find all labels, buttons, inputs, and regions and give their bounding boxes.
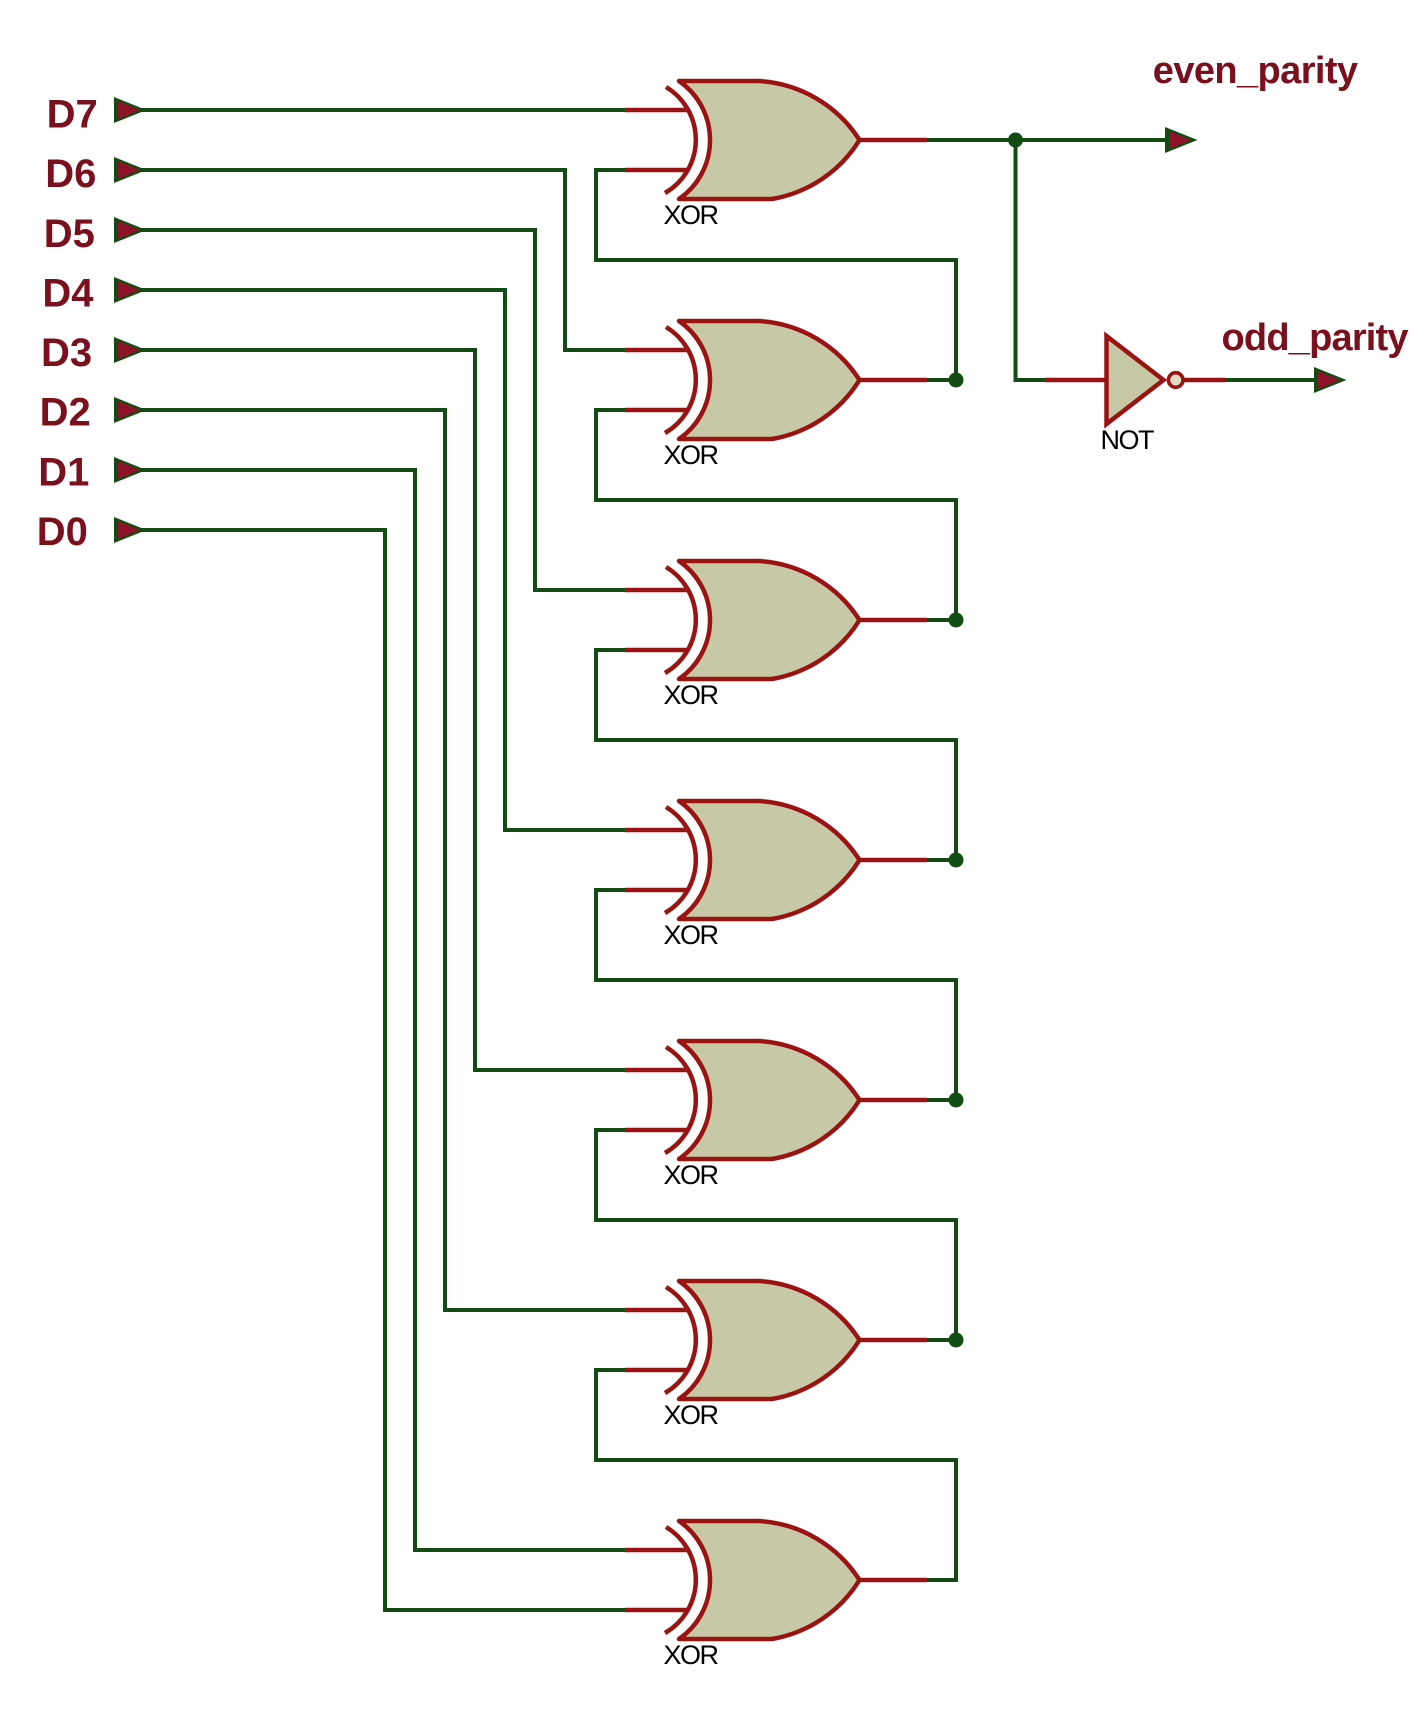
svg-text:D4: D4	[42, 271, 94, 315]
svg-text:XOR: XOR	[664, 440, 719, 470]
svg-text:D1: D1	[38, 450, 89, 494]
svg-text:D2: D2	[40, 391, 91, 435]
svg-text:even_parity: even_parity	[1153, 50, 1358, 92]
svg-text:XOR: XOR	[664, 920, 719, 950]
svg-text:D3: D3	[41, 331, 92, 375]
svg-text:D0: D0	[37, 510, 88, 554]
svg-text:D6: D6	[45, 152, 96, 196]
svg-text:XOR: XOR	[664, 1640, 719, 1670]
svg-text:XOR: XOR	[664, 200, 719, 230]
svg-text:XOR: XOR	[664, 1400, 719, 1430]
svg-text:XOR: XOR	[664, 1160, 719, 1190]
svg-text:odd_parity: odd_parity	[1222, 317, 1409, 359]
svg-text:XOR: XOR	[664, 680, 719, 710]
svg-text:D5: D5	[44, 212, 95, 256]
svg-text:NOT: NOT	[1101, 425, 1155, 455]
svg-text:D7: D7	[47, 93, 98, 137]
